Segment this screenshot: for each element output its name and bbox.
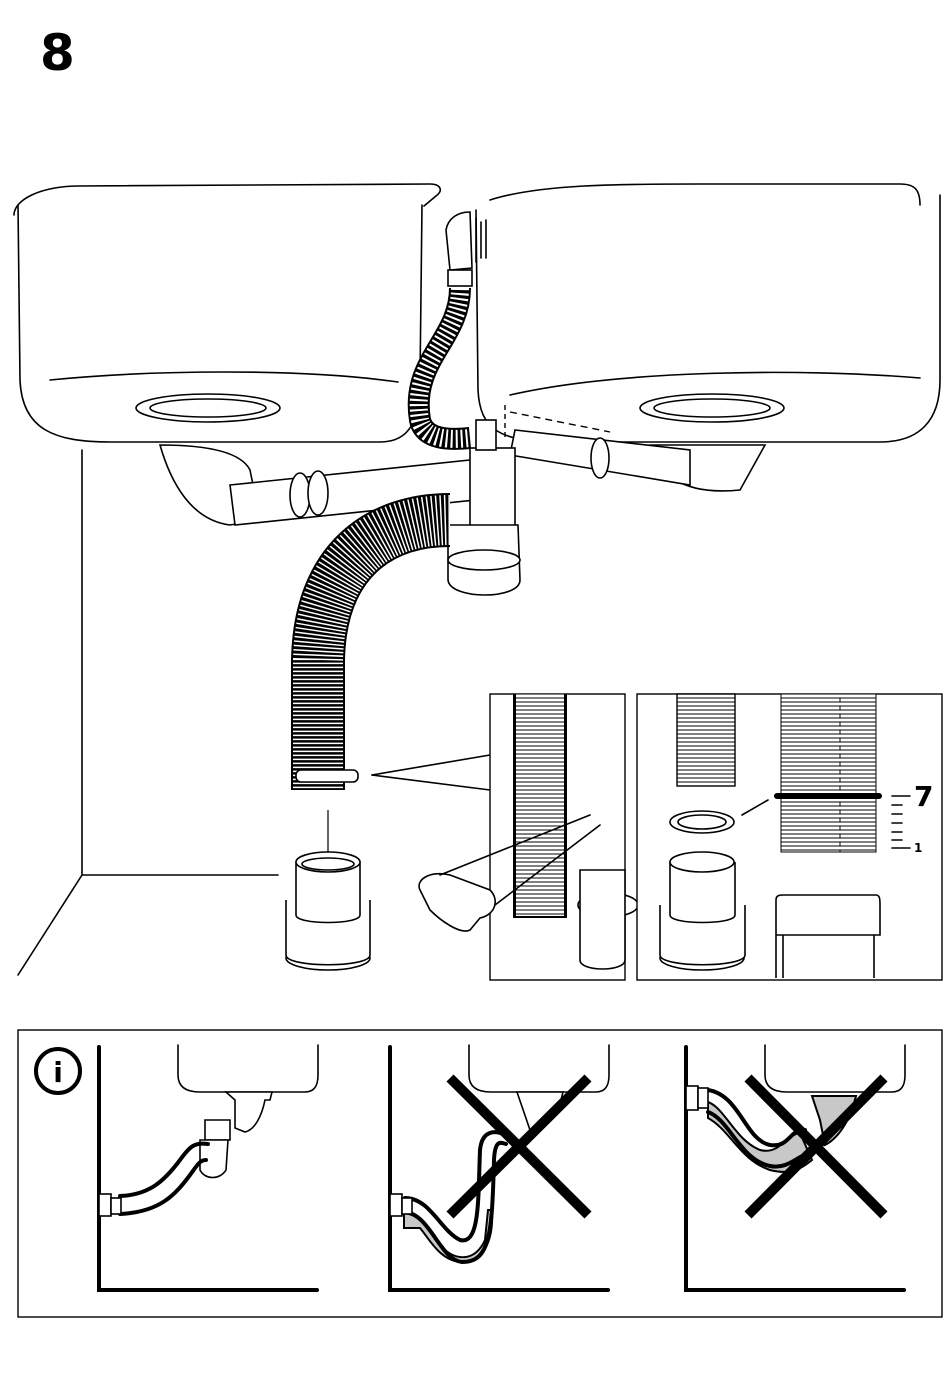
info-icon: i — [34, 1047, 82, 1095]
left-sink-basin — [13, 183, 442, 443]
overflow-hose — [407, 287, 472, 450]
info-icon-glyph: i — [53, 1056, 63, 1089]
detail-length-scale — [636, 693, 943, 981]
drain-adapter — [285, 851, 371, 971]
right-strainer-pipe — [504, 405, 767, 492]
flexible-drain-hose — [291, 493, 451, 870]
detail-cut-hose — [418, 693, 639, 981]
trap-body — [447, 419, 521, 596]
scale-label-min: 1 — [914, 841, 922, 855]
info-variant-incorrect-2 — [684, 1044, 906, 1292]
info-variant-incorrect-1 — [388, 1044, 610, 1292]
scale-ticks — [891, 795, 911, 849]
overflow-fitting — [445, 211, 487, 287]
info-variant-correct — [97, 1044, 319, 1292]
left-strainer-pipe — [158, 444, 476, 526]
scale-label-max: 7 — [914, 780, 933, 813]
wall-floor-lines — [17, 449, 491, 976]
step-number: 8 — [40, 24, 75, 82]
right-sink-basin — [475, 183, 941, 443]
